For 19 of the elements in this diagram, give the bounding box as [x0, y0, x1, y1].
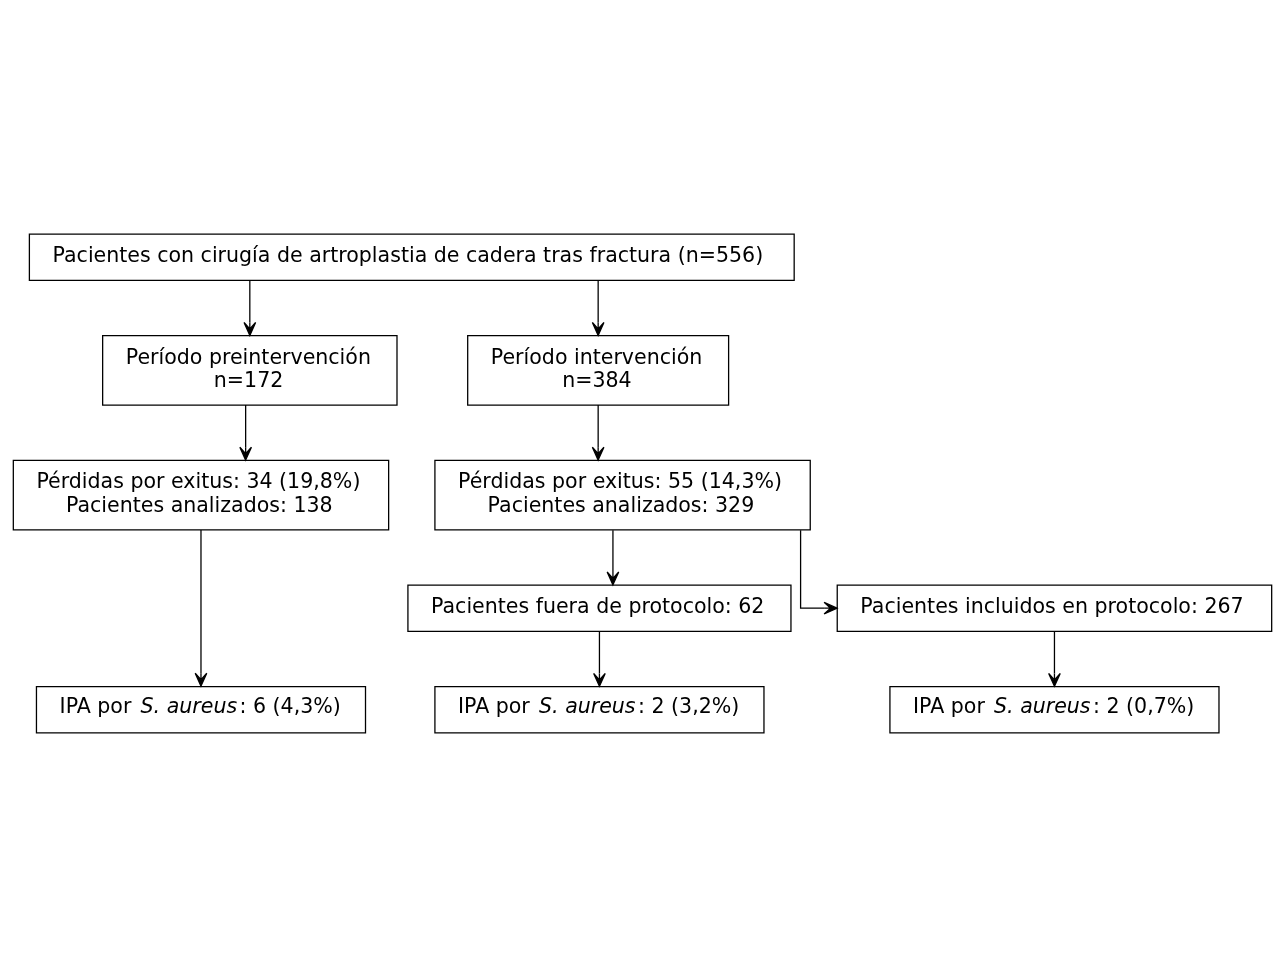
node-box: IPA por S. aureus: 6 (4,3%)	[35, 685, 367, 734]
node-box: IPA por S. aureus: 2 (0,7%)	[889, 685, 1220, 734]
arrow	[1048, 631, 1061, 687]
arrow	[799, 529, 838, 615]
node-box: Pacientes fuera de protocolo: 62	[407, 584, 792, 632]
node-box: Período intervención n=384	[467, 335, 730, 406]
arrow	[243, 280, 257, 337]
arrow	[593, 631, 606, 687]
node-box: IPA por S. aureus: 2 (3,2%)	[434, 685, 765, 734]
arrow	[591, 404, 605, 461]
node-box: Pacientes con cirugía de artroplastia de cadera tras fractura (n=556)	[28, 233, 795, 282]
arrow	[194, 529, 208, 687]
arrow	[606, 529, 620, 586]
node-box: Período preintervención n=172	[102, 335, 398, 406]
node-box: Pérdidas por exitus: 55 (14,3%) Pacientes analizados: 329	[434, 459, 811, 531]
arrow	[591, 280, 605, 337]
node-box: Pacientes incluidos en protocolo: 267	[836, 584, 1273, 632]
arrow	[239, 404, 253, 461]
node-box: Pérdidas por exitus: 34 (19,8%) Pacientes analizados: 138	[12, 459, 390, 531]
